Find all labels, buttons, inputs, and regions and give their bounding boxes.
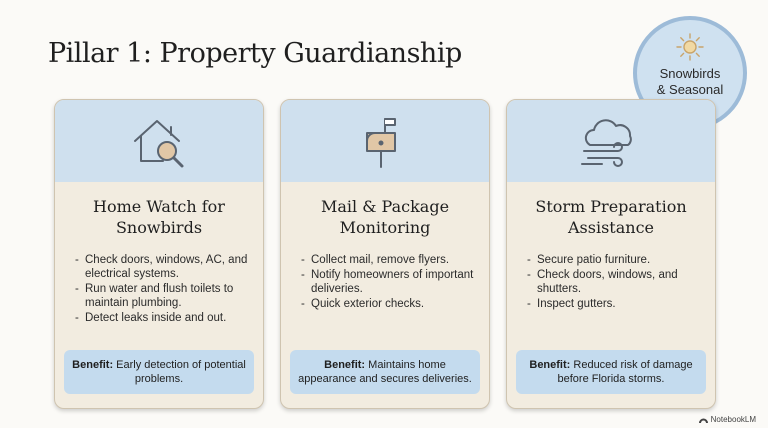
card-title: Home Watch for Snowbirds: [93, 197, 225, 237]
card-home-watch: Home Watch for Snowbirds Check doors, wi…: [54, 99, 264, 409]
bullet-list: Secure patio furniture. Check doors, win…: [507, 253, 715, 311]
benefit-label: Benefit:: [72, 359, 114, 371]
bullet-item: Collect mail, remove flyers.: [301, 253, 479, 267]
benefit-text: Maintains home appearance and secures de…: [298, 359, 472, 385]
footer-label: NotebookLM: [710, 415, 756, 424]
page-title: Pillar 1: Property Guardianship: [48, 38, 462, 69]
benefit-label: Benefit:: [324, 359, 366, 371]
bullet-item: Secure patio furniture.: [527, 253, 705, 267]
bullet-item: Quick exterior checks.: [301, 297, 479, 311]
bullet-item: Detect leaks inside and out.: [75, 311, 253, 325]
mailbox-icon: [366, 118, 396, 168]
card-header: [281, 100, 489, 182]
card-title: Mail & Package Monitoring: [320, 197, 450, 237]
bullet-item: Notify homeowners of important deliverie…: [301, 268, 479, 296]
benefit-box: Benefit: Maintains home appearance and s…: [290, 350, 480, 394]
benefit-text: Early detection of potential problems.: [113, 359, 246, 385]
bullet-list: Check doors, windows, AC, and electrical…: [55, 253, 263, 325]
bullet-item: Run water and flush toilets to maintain …: [75, 282, 253, 310]
benefit-label: Benefit:: [529, 359, 571, 371]
house-magnifier-icon: [134, 120, 184, 168]
card-header: [507, 100, 715, 182]
bullet-item: Inspect gutters.: [527, 297, 705, 311]
badge-label: Snowbirds & Seasonal: [656, 66, 724, 97]
storm-cloud-wind-icon: [581, 119, 632, 167]
benefit-box: Benefit: Reduced risk of damage before F…: [516, 350, 706, 394]
bullet-item: Check doors, windows, AC, and electrical…: [75, 253, 253, 281]
sun-icon: [676, 33, 704, 61]
bullet-item: Check doors, windows, and shutters.: [527, 268, 705, 296]
card-mail-package: Mail & Package Monitoring Collect mail, …: [280, 99, 490, 409]
card-storm-prep: Storm Preparation Assistance Secure pati…: [506, 99, 716, 409]
card-header: [55, 100, 263, 182]
benefit-text: Reduced risk of damage before Florida st…: [557, 359, 693, 385]
bullet-list: Collect mail, remove flyers. Notify home…: [281, 253, 489, 311]
notebooklm-logo-icon: [698, 418, 708, 423]
footer-brand: NotebookLM: [698, 415, 756, 424]
card-title: Storm Preparation Assistance: [535, 197, 687, 237]
benefit-box: Benefit: Early detection of potential pr…: [64, 350, 254, 394]
